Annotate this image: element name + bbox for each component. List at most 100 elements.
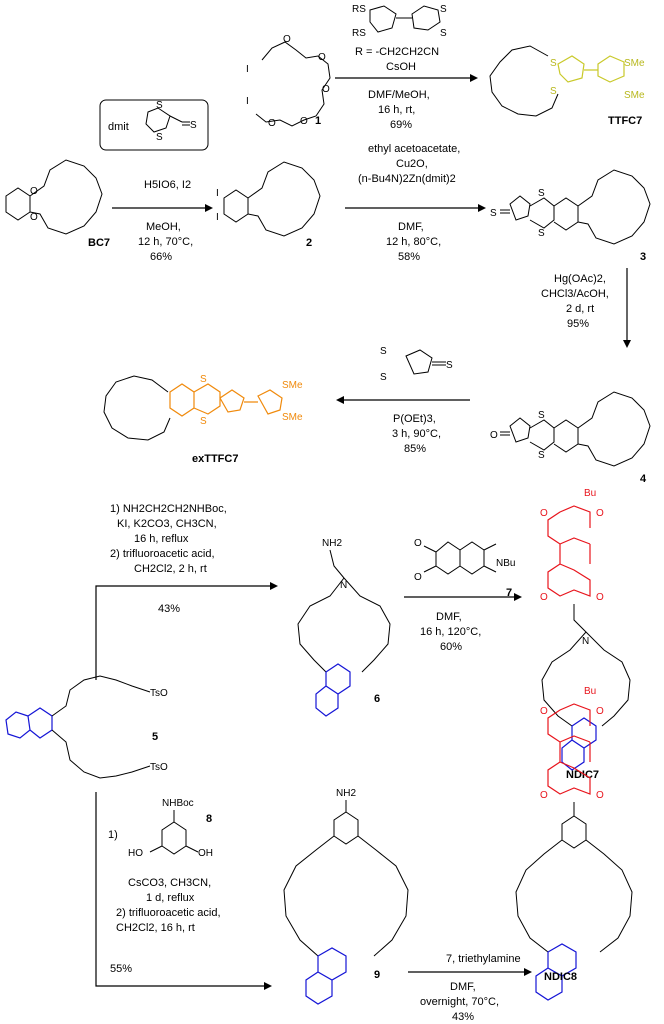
atom-I: I — [246, 96, 249, 107]
atom-O: O — [414, 538, 422, 549]
reaction3-yield: 58% — [398, 251, 420, 263]
reaction8-line2: 1 d, reflux — [146, 892, 195, 904]
compound-2-structure: I I 2 — [216, 161, 321, 249]
reaction6-line4: 2) trifluoroacetic acid, — [110, 548, 215, 560]
reaction9-solvent: DMF, — [450, 981, 476, 993]
atom-O: O — [596, 508, 604, 519]
arrow-head — [524, 968, 532, 976]
compound-label-1: 1 — [315, 115, 321, 127]
atom-S: S — [440, 4, 447, 15]
atom-S: S — [156, 132, 163, 143]
atom-O: O — [596, 790, 604, 801]
reaction6-yield: 43% — [158, 603, 180, 615]
reaction-arrow-6 — [95, 585, 270, 680]
compound-exTTFC7-structure: S S SMe SMe exTTFC7 — [103, 374, 303, 465]
reaction3-solvent: DMF, — [398, 221, 424, 233]
arrow-head — [623, 340, 631, 348]
compound-label-7: 7 — [506, 587, 512, 599]
compound-label-6: 6 — [374, 693, 380, 705]
atom-SMe: SMe — [624, 58, 645, 69]
reaction4-line1: Hg(OAc)2, — [554, 273, 606, 285]
atom-S: S — [550, 86, 557, 97]
reaction5-reagent: P(OEt)3, — [393, 413, 436, 425]
atom-SMe: SMe — [624, 90, 645, 101]
reaction1-R-definition: R = -CH2CH2CN — [355, 46, 439, 58]
reagent-ttf-dithiolate: RS RS S S — [352, 4, 447, 39]
compound-1-structure: I I O O O O O 1 — [246, 34, 331, 129]
atom-HO: HO — [128, 848, 143, 859]
atom-RS: RS — [352, 4, 366, 15]
atom-O: O — [540, 706, 548, 717]
atom-Bu: Bu — [584, 686, 596, 697]
compound-NDIC8-structure: Bu O O O O NDIC8 — [515, 686, 633, 1001]
reagent-7-structure: O O NBu 7 — [414, 538, 515, 599]
atom-O: O — [540, 508, 548, 519]
atom-S: S — [538, 188, 545, 199]
atom-O: O — [268, 118, 276, 129]
atom-NBu: NBu — [496, 558, 515, 569]
atom-O: O — [283, 34, 291, 45]
reaction2-time: 12 h, 70°C, — [138, 236, 193, 248]
atom-O: O — [30, 212, 38, 223]
compound-TTFC7-structure: S S SMe SMe TTFC7 — [489, 45, 645, 127]
compound-label-NDIC8: NDIC8 — [544, 971, 577, 983]
compound-label-exTTFC7: exTTFC7 — [192, 453, 238, 465]
reaction5-yield: 85% — [404, 443, 426, 455]
dmit-label: dmit — [108, 121, 129, 133]
reaction7-solvent: DMF, — [436, 611, 462, 623]
atom-OH: OH — [198, 848, 213, 859]
compound-3-structure: S S S 3 — [490, 169, 651, 263]
atom-S: S — [538, 450, 545, 461]
atom-NH2: NH2 — [336, 788, 356, 799]
atom-S: S — [446, 360, 453, 371]
reaction9-reagent: 7, triethylamine — [446, 953, 521, 965]
compound-label-BC7: BC7 — [88, 237, 110, 249]
compound-5-structure: TsO TsO 5 — [5, 675, 168, 779]
atom-N: N — [340, 580, 347, 591]
arrow-head — [270, 582, 278, 590]
reaction3-line2: Cu2O, — [396, 158, 428, 170]
atom-I: I — [216, 188, 219, 199]
atom-S: S — [490, 208, 497, 219]
reagent-8-structure: NHBoc HO OH 8 — [128, 798, 213, 859]
reaction4-line3: 2 d, rt — [566, 303, 594, 315]
atom-O: O — [540, 790, 548, 801]
atom-S: S — [156, 100, 163, 111]
reagent-dithiolethione: S S S — [380, 346, 453, 383]
reaction5-time: 3 h, 90°C, — [392, 428, 441, 440]
reaction6-line1: 1) NH2CH2CH2NHBoc, — [110, 503, 227, 515]
reaction8-step1: 1) — [108, 829, 118, 841]
arrow-head — [478, 204, 486, 212]
dmit-box: dmit S S S — [99, 99, 209, 151]
atom-SMe: SMe — [282, 412, 303, 423]
atom-O: O — [490, 430, 498, 441]
atom-S: S — [440, 28, 447, 39]
arrow-head — [264, 982, 272, 990]
atom-S: S — [550, 58, 557, 69]
arrow-head — [205, 204, 213, 212]
arrow-head — [336, 396, 344, 404]
compound-label-2: 2 — [306, 237, 312, 249]
reaction8-line3: 2) trifluoroacetic acid, — [116, 907, 221, 919]
compound-6-structure: NH2 N 6 — [297, 538, 391, 717]
atom-SMe: SMe — [282, 380, 303, 391]
compound-BC7-structure: O O BC7 — [5, 159, 110, 249]
compound-4-structure: O S S 4 — [490, 391, 651, 485]
compound-NDIC7-structure: Bu O O O O N NDIC7 — [540, 488, 631, 781]
reaction3-line3: (n-Bu4N)2Zn(dmit)2 — [358, 173, 456, 185]
reaction2-solvent: MeOH, — [146, 221, 181, 233]
compound-label-5: 5 — [152, 731, 158, 743]
atom-O: O — [30, 186, 38, 197]
atom-TsO: TsO — [150, 688, 168, 699]
compound-label-TTFC7: TTFC7 — [608, 115, 642, 127]
reaction7-time: 16 h, 120°C, — [420, 626, 481, 638]
compound-label-9: 9 — [374, 969, 380, 981]
compound-label-NDIC7: NDIC7 — [566, 769, 599, 781]
atom-O: O — [300, 116, 308, 127]
atom-I: I — [216, 212, 219, 223]
atom-I: I — [246, 64, 249, 75]
atom-S: S — [538, 228, 545, 239]
reaction1-solvent: DMF/MeOH, — [368, 89, 430, 101]
atom-RS: RS — [352, 28, 366, 39]
